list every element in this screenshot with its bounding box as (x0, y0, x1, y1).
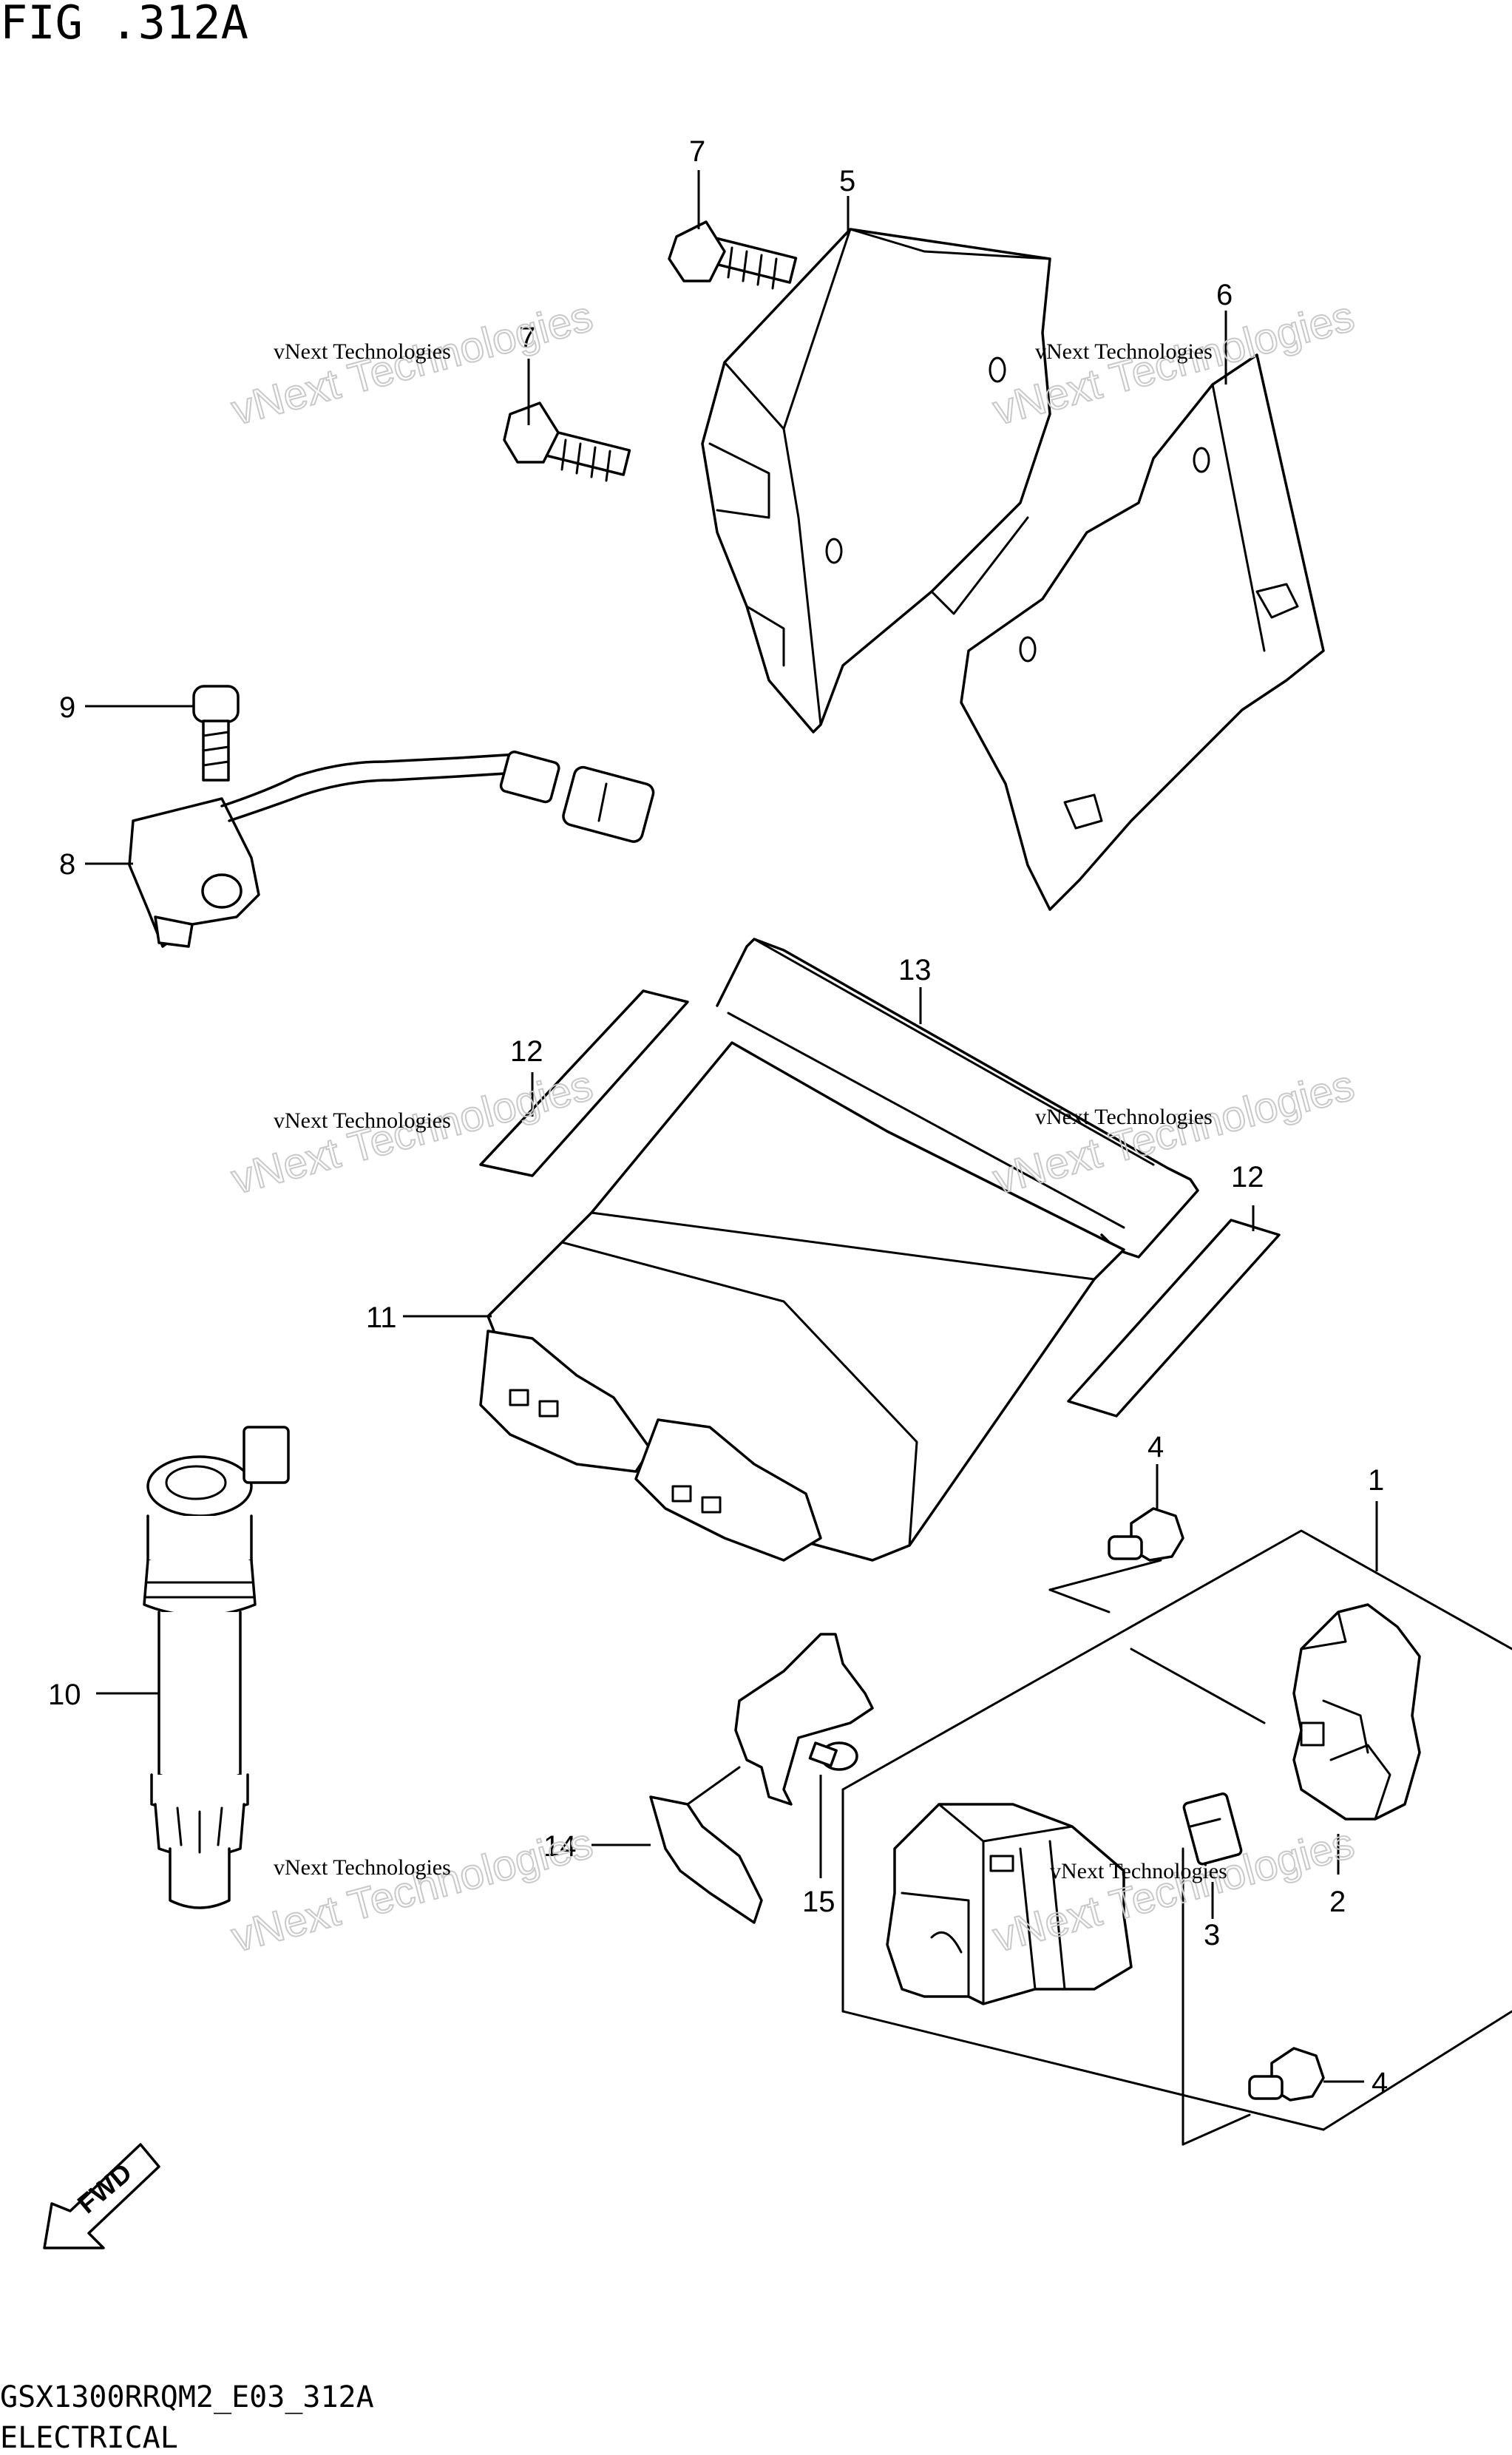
svg-text:vNext Technologies: vNext Technologies (989, 1061, 1360, 1204)
part-9-screw (192, 685, 240, 782)
callout-15: 15 (802, 1886, 835, 1918)
callout-numbers: 7 5 7 6 9 8 13 12 12 11 10 4 1 2 3 14 15… (48, 135, 1388, 2099)
watermark-5: vNext Technologies vNext Technologies (226, 1818, 599, 1963)
part-10-ignition-coil (143, 1426, 290, 1909)
svg-text:vNext Technologies: vNext Technologies (1035, 1105, 1213, 1129)
svg-text:vNext Technologies: vNext Technologies (274, 339, 451, 364)
callout-6: 6 (1216, 279, 1233, 311)
part-12-pad-right (1067, 1219, 1281, 1418)
callout-1: 1 (1368, 1464, 1384, 1497)
callout-7-upper: 7 (689, 135, 705, 168)
callout-8: 8 (59, 848, 75, 881)
part-12-pad-left (479, 989, 689, 1177)
callout-12-right: 12 (1231, 1161, 1264, 1193)
svg-text:vNext Technologies: vNext Technologies (274, 1855, 451, 1880)
part-11-ecu (479, 1041, 1125, 1562)
svg-text:vNext Technologies: vNext Technologies (1050, 1859, 1227, 1883)
relay-unit (886, 1803, 1133, 2005)
callout-12-left: 12 (510, 1035, 543, 1068)
part-1-assembly-box (841, 1529, 1512, 2146)
part-14-bracket (649, 1633, 874, 1924)
part-6-bracket (960, 353, 1325, 911)
callout-4-lower: 4 (1372, 2067, 1388, 2099)
part-7-bolt-upper (668, 220, 798, 290)
callout-2: 2 (1329, 1886, 1346, 1918)
part-13-strap (716, 938, 1199, 1259)
watermark-4: vNext Technologies vNext Technologies (988, 1060, 1360, 1205)
callout-9: 9 (59, 691, 75, 724)
part-4-bolt-upper (1108, 1507, 1184, 1562)
callout-13: 13 (898, 954, 932, 986)
fwd-arrow: FWD (43, 2143, 160, 2249)
svg-text:vNext Technologies: vNext Technologies (274, 1108, 451, 1133)
callout-14: 14 (543, 1830, 577, 1863)
figure-title: FIG .312A (0, 0, 248, 50)
part-7-bolt-lower (503, 402, 631, 482)
part-2-cover (1292, 1603, 1421, 1821)
figure-code: GSX1300RRQM2_E03_312A (0, 2380, 374, 2414)
section-name: ELECTRICAL (0, 2421, 178, 2455)
part-8-sensor (128, 751, 655, 948)
callout-7-lower: 7 (519, 322, 535, 354)
callout-10: 10 (48, 1679, 81, 1711)
callout-4-upper: 4 (1147, 1431, 1164, 1463)
part-15-bolt (808, 1741, 858, 1771)
svg-text:vNext Technologies: vNext Technologies (1035, 339, 1213, 364)
part-5-cover (701, 228, 1051, 734)
svg-text:vNext Technologies: vNext Technologies (227, 1819, 598, 1962)
part-4-bolt-lower (1248, 2047, 1325, 2102)
part-3-fuse (1182, 1792, 1243, 1866)
leader-lines (85, 170, 1378, 2083)
callout-5: 5 (839, 165, 855, 197)
callout-11: 11 (366, 1301, 397, 1334)
callout-3: 3 (1204, 1919, 1220, 1951)
